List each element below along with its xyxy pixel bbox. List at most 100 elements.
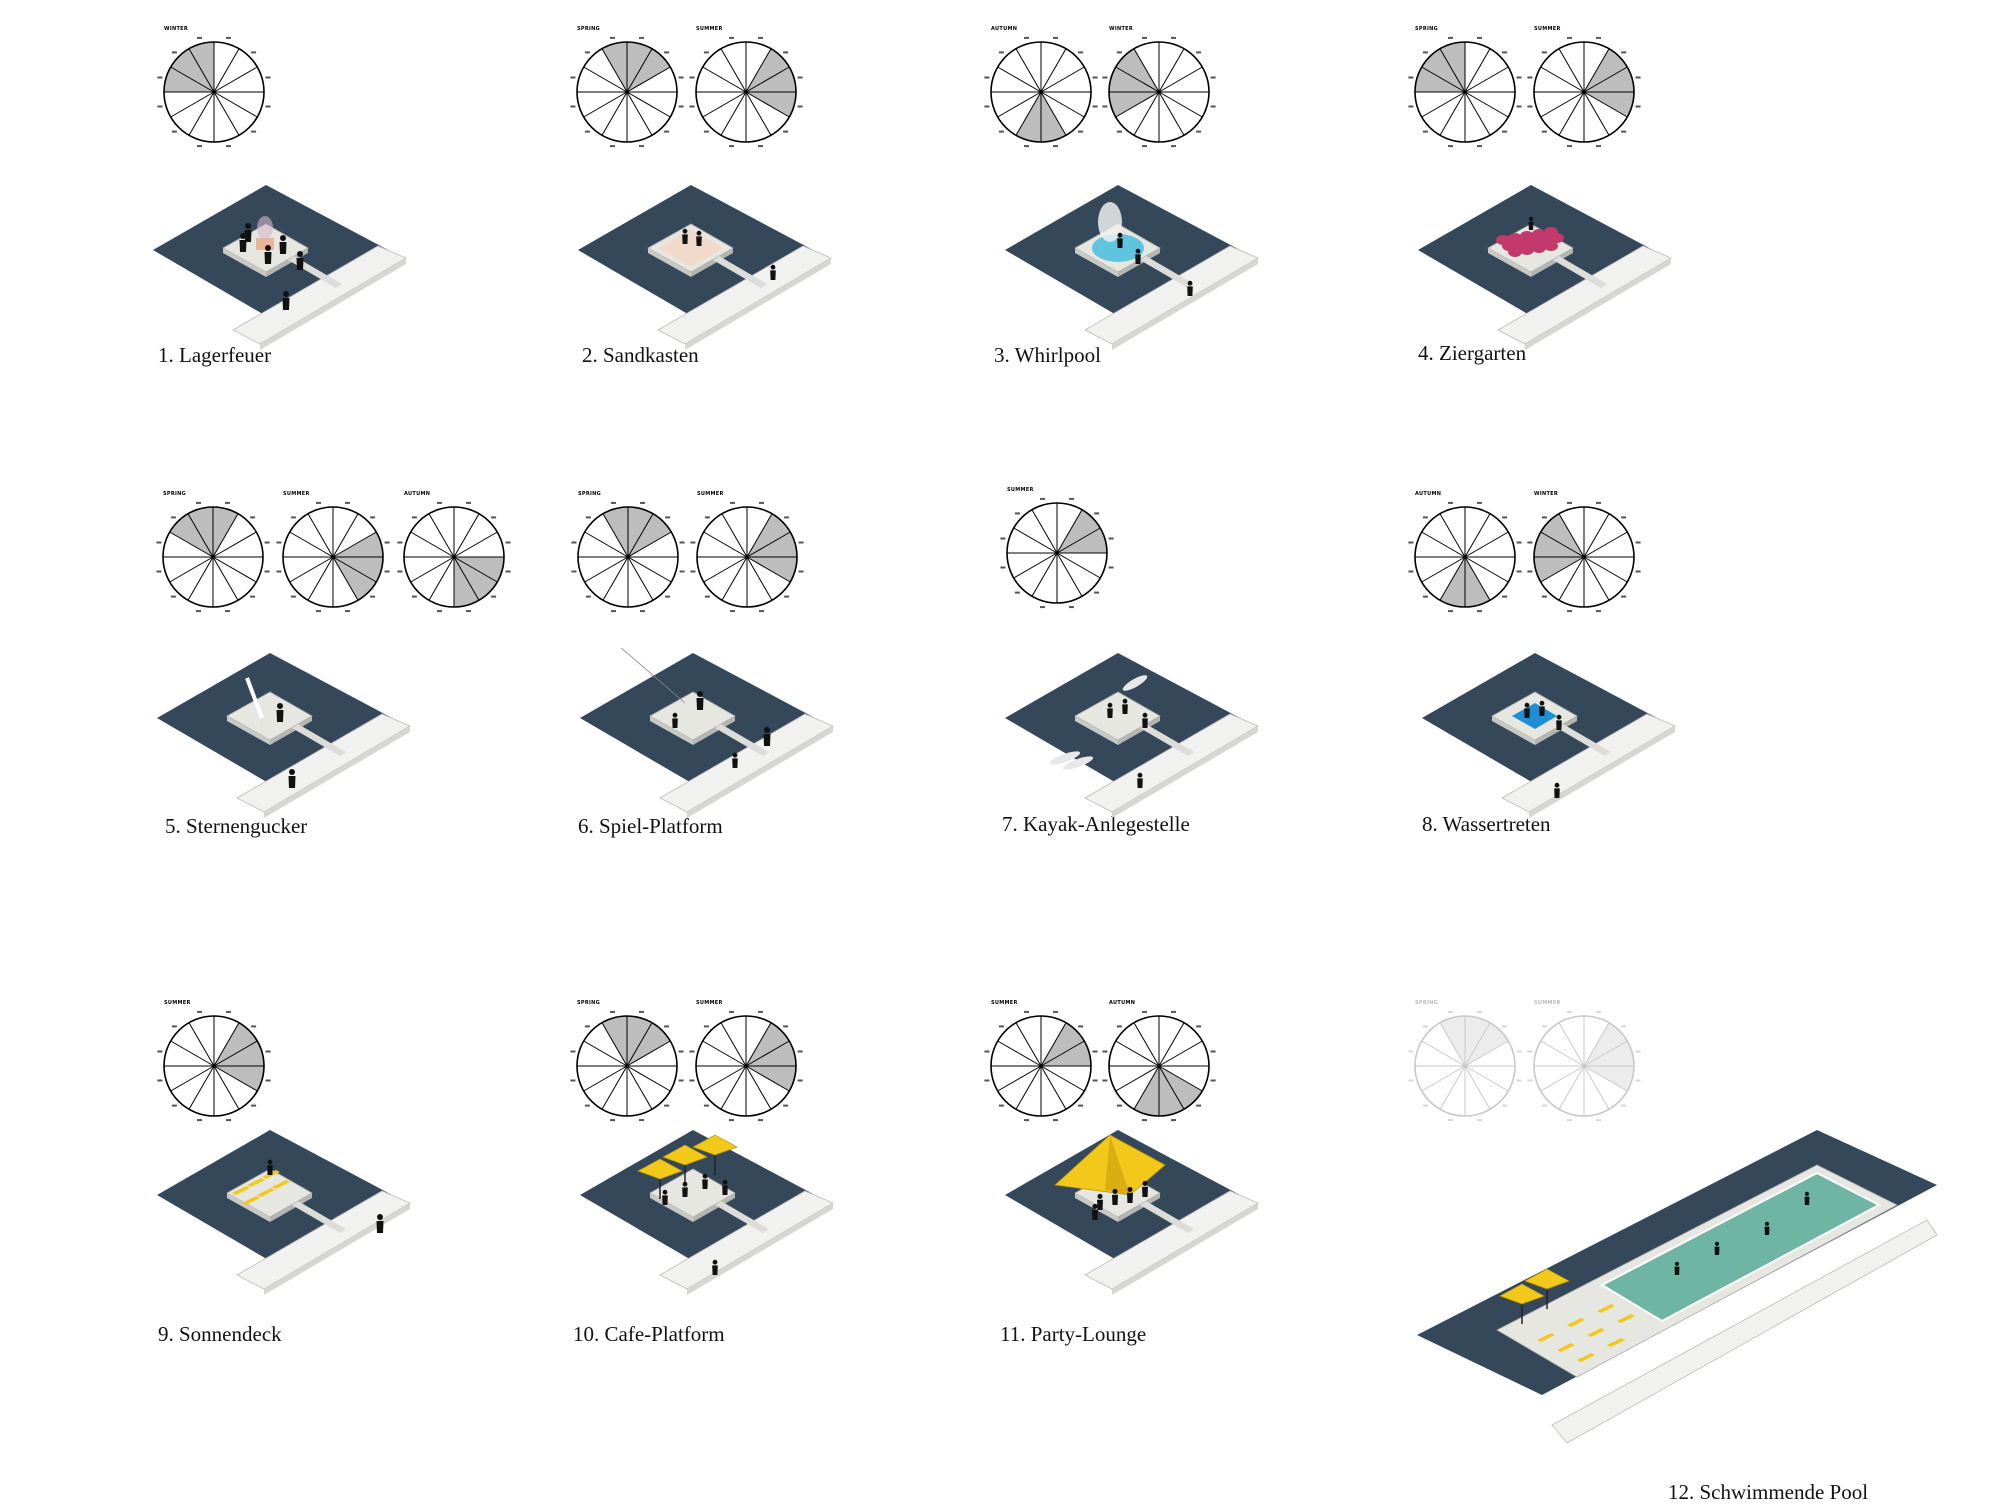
person-silhouette (264, 245, 272, 264)
sun-lounger (1577, 1353, 1595, 1362)
month-tick-mark (197, 36, 203, 39)
month-tick-mark (265, 105, 271, 108)
month-divider (702, 66, 747, 93)
month-tick-mark (1595, 36, 1601, 39)
month-tick-mark (1502, 516, 1508, 519)
shaded-month-sector (1109, 67, 1159, 92)
month-tick-mark (638, 36, 644, 39)
month-tick-mark (1142, 1010, 1148, 1013)
month-tick-mark (1567, 1119, 1573, 1122)
shaded-month-sector (1057, 528, 1107, 553)
month-tick-mark (679, 570, 685, 573)
month-tick-mark (1516, 1050, 1522, 1053)
month-divider (746, 513, 773, 558)
month-tick-mark (1052, 36, 1058, 39)
access-bridge (292, 1201, 346, 1233)
season-label: AUTUMN (1109, 1000, 1136, 1006)
month-divider (453, 556, 480, 601)
month-tick-mark (1567, 501, 1573, 504)
person-silhouette (1097, 1193, 1103, 1210)
month-divider (188, 1022, 215, 1067)
month-tick-mark (1210, 105, 1216, 108)
person-silhouette (288, 769, 296, 788)
month-tick-mark (1635, 541, 1641, 544)
shaded-month-sector (1159, 1066, 1184, 1116)
shaded-month-sector (189, 42, 214, 92)
month-tick-mark (678, 1050, 684, 1053)
month-divider (746, 531, 791, 558)
shaded-month-sector (1465, 1016, 1490, 1066)
month-divider (1583, 556, 1628, 583)
month-tick-mark (1102, 105, 1108, 108)
month-tick-mark (689, 1050, 695, 1053)
month-tick-mark (1408, 1079, 1414, 1082)
month-divider (626, 91, 671, 118)
wheel-outline (696, 506, 798, 608)
month-tick-mark (1142, 145, 1148, 148)
month-tick-mark (251, 51, 257, 54)
access-bridge (713, 256, 767, 288)
access-bridge (292, 724, 346, 756)
month-tick-mark (157, 1079, 163, 1082)
person-silhouette (662, 1189, 668, 1205)
season-wheel (156, 501, 270, 613)
telescope (245, 677, 264, 719)
month-tick-mark (1422, 51, 1428, 54)
person-silhouette (770, 264, 776, 280)
month-divider (1133, 1022, 1160, 1067)
deck-side (693, 1193, 735, 1222)
shaded-month-sector (1016, 92, 1041, 142)
month-divider (601, 1022, 628, 1067)
month-tick-mark (1621, 595, 1627, 598)
shaded-month-sector (1534, 532, 1584, 557)
caption-kayak-anlegestelle: 7. Kayak-Anlegestelle (1002, 812, 1190, 836)
person-silhouette (1117, 232, 1123, 248)
month-divider (1133, 1065, 1160, 1110)
month-tick-mark (797, 76, 803, 79)
month-tick-mark (1516, 570, 1522, 573)
month-tick-mark (156, 541, 162, 544)
person-silhouette (1127, 1186, 1133, 1203)
month-divider (332, 556, 359, 601)
month-tick-mark (1422, 595, 1428, 598)
season-wheel (1408, 1010, 1522, 1122)
shaded-month-sector (188, 507, 213, 557)
month-divider (601, 91, 628, 136)
month-tick-mark (1116, 1104, 1122, 1107)
promenade-edge (264, 726, 410, 818)
month-tick-mark (1408, 570, 1414, 573)
month-tick-mark (998, 1025, 1004, 1028)
person-silhouette (376, 1214, 384, 1233)
month-tick-mark (584, 1025, 590, 1028)
month-tick-mark (1196, 1104, 1202, 1107)
season-label: SPRING (1415, 1000, 1439, 1006)
month-tick-mark (984, 76, 990, 79)
month-divider (1464, 531, 1509, 558)
shaded-month-sector (1041, 1041, 1091, 1066)
month-tick-mark (437, 501, 443, 504)
month-divider (1583, 531, 1628, 558)
month-tick-mark (170, 595, 176, 598)
month-tick-mark (171, 130, 177, 133)
wheel-outline (576, 41, 678, 143)
shaded-month-sector (333, 557, 383, 582)
month-tick-mark (1142, 36, 1148, 39)
month-divider (1464, 1040, 1509, 1067)
month-tick-mark (689, 105, 695, 108)
month-tick-mark (491, 516, 497, 519)
shaded-month-sector (169, 513, 213, 557)
month-divider (1040, 48, 1067, 93)
month-tick-mark (397, 570, 403, 573)
person-silhouette (1528, 216, 1534, 230)
shaded-month-sector (454, 557, 504, 582)
shaded-month-sector (1421, 48, 1465, 92)
month-tick-mark (584, 130, 590, 133)
month-tick-mark (251, 1104, 257, 1107)
month-tick-mark (1210, 1050, 1216, 1053)
month-tick-mark (1635, 570, 1641, 573)
month-tick-mark (1068, 497, 1074, 500)
month-tick-mark (157, 1050, 163, 1053)
month-divider (428, 513, 455, 558)
month-divider (1583, 513, 1610, 558)
month-divider (307, 513, 334, 558)
